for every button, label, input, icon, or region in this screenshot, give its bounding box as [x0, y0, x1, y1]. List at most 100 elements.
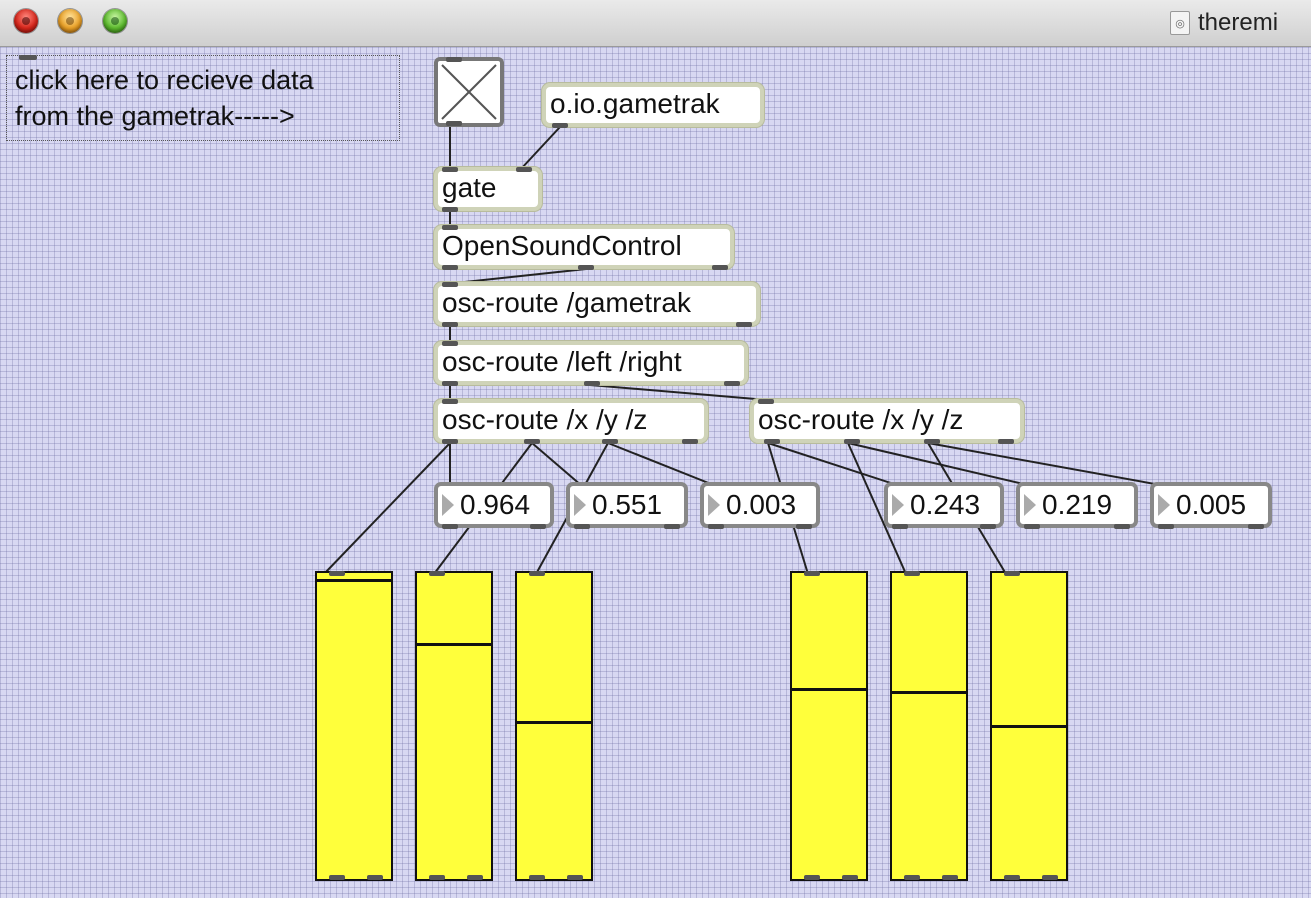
route-lr-inlet[interactable]: [442, 341, 458, 346]
slider-knob[interactable]: [417, 643, 491, 646]
number-outlet-2[interactable]: [664, 524, 680, 529]
slider-right-x[interactable]: [790, 571, 868, 881]
route-xyz-left-inlet[interactable]: [442, 399, 458, 404]
route-gametrak-inlet[interactable]: [442, 282, 458, 287]
minimize-window-button[interactable]: [58, 9, 82, 33]
slider-knob[interactable]: [892, 691, 966, 694]
slider-inlet[interactable]: [1004, 571, 1020, 576]
toggle-inlet[interactable]: [446, 57, 462, 62]
slider-outlet-2[interactable]: [942, 875, 958, 880]
number-box-value: 0.964: [460, 489, 531, 520]
gate-object-label: gate: [442, 172, 497, 203]
osc-route-xyz-left-object[interactable]: osc-route /x /y /z: [434, 399, 708, 444]
route-xyz-right-outlet-x[interactable]: [764, 439, 780, 444]
slider-outlet[interactable]: [429, 875, 445, 880]
slider-outlet[interactable]: [804, 875, 820, 880]
number-outlet[interactable]: [1024, 524, 1040, 529]
gametrak-outlet[interactable]: [552, 123, 568, 128]
route-xyz-left-outlet-z[interactable]: [602, 439, 618, 444]
window-titlebar: ◎ theremi: [0, 0, 1311, 47]
slider-outlet-2[interactable]: [367, 875, 383, 880]
route-xyz-right-outlet-y[interactable]: [844, 439, 860, 444]
slider-knob[interactable]: [317, 579, 391, 582]
slider-knob[interactable]: [792, 688, 866, 691]
gate-inlet-left[interactable]: [442, 167, 458, 172]
comment-inlet: [19, 55, 37, 60]
number-outlet[interactable]: [892, 524, 908, 529]
osc-outlet-right[interactable]: [712, 265, 728, 270]
slider-left-y[interactable]: [415, 571, 493, 881]
slider-outlet-2[interactable]: [467, 875, 483, 880]
number-box-value: 0.219: [1042, 489, 1113, 520]
slider-outlet-2[interactable]: [567, 875, 583, 880]
route-lr-outlet-unmatched[interactable]: [724, 381, 740, 386]
opensoundcontrol-object[interactable]: OpenSoundControl: [434, 225, 734, 270]
slider-knob[interactable]: [992, 725, 1066, 728]
route-xyz-right-inlet[interactable]: [758, 399, 774, 404]
route-xyz-right-outlet-unmatched[interactable]: [998, 439, 1014, 444]
number-outlet[interactable]: [708, 524, 724, 529]
slider-inlet[interactable]: [529, 571, 545, 576]
slider-outlet[interactable]: [904, 875, 920, 880]
osc-route-xyz-right-label: osc-route /x /y /z: [758, 404, 964, 435]
route-gametrak-outlet-left[interactable]: [442, 322, 458, 327]
slider-inlet[interactable]: [429, 571, 445, 576]
number-arrow-icon: [892, 494, 904, 516]
number-box-left-y[interactable]: 0.551: [566, 482, 688, 529]
number-outlet-2[interactable]: [1248, 524, 1264, 529]
route-xyz-right-outlet-z[interactable]: [924, 439, 940, 444]
gate-outlet[interactable]: [442, 207, 458, 212]
slider-outlet[interactable]: [329, 875, 345, 880]
toggle-outlet[interactable]: [446, 121, 462, 126]
patcher-canvas[interactable]: [0, 47, 1311, 898]
slider-right-z[interactable]: [990, 571, 1068, 881]
slider-outlet-2[interactable]: [1042, 875, 1058, 880]
slider-left-z[interactable]: [515, 571, 593, 881]
number-outlet-2[interactable]: [1114, 524, 1130, 529]
slider-outlet[interactable]: [529, 875, 545, 880]
osc-route-gametrak-label: osc-route /gametrak: [442, 287, 691, 318]
number-box-right-x[interactable]: 0.243: [884, 482, 1004, 529]
number-box-value: 0.243: [910, 489, 981, 520]
number-outlet-2[interactable]: [796, 524, 812, 529]
osc-route-gametrak-object[interactable]: osc-route /gametrak: [434, 282, 760, 327]
route-lr-outlet-right[interactable]: [584, 381, 600, 386]
slider-inlet[interactable]: [904, 571, 920, 576]
osc-route-left-right-object[interactable]: osc-route /left /right: [434, 341, 748, 386]
slider-outlet-2[interactable]: [842, 875, 858, 880]
slider-inlet[interactable]: [804, 571, 820, 576]
receive-toggle[interactable]: [434, 57, 504, 127]
slider-left-x[interactable]: [315, 571, 393, 881]
zoom-window-button[interactable]: [103, 9, 127, 33]
gametrak-object[interactable]: o.io.gametrak: [542, 83, 764, 128]
slider-outlet[interactable]: [1004, 875, 1020, 880]
gate-object[interactable]: gate: [434, 167, 542, 212]
route-xyz-left-outlet-x[interactable]: [442, 439, 458, 444]
number-outlet-2[interactable]: [530, 524, 546, 529]
instruction-comment: click here to recieve data from the game…: [6, 55, 400, 141]
osc-route-xyz-right-object[interactable]: osc-route /x /y /z: [750, 399, 1024, 444]
number-outlet[interactable]: [574, 524, 590, 529]
number-outlet-2[interactable]: [980, 524, 996, 529]
route-xyz-left-outlet-y[interactable]: [524, 439, 540, 444]
number-outlet[interactable]: [442, 524, 458, 529]
slider-knob[interactable]: [517, 721, 591, 724]
osc-inlet[interactable]: [442, 225, 458, 230]
route-xyz-left-outlet-unmatched[interactable]: [682, 439, 698, 444]
comment-line-1: click here to recieve data: [15, 65, 314, 95]
route-gametrak-outlet-right[interactable]: [736, 322, 752, 327]
number-box-left-x[interactable]: 0.964: [434, 482, 554, 529]
number-box-left-z[interactable]: 0.003: [700, 482, 820, 529]
gate-inlet-right[interactable]: [516, 167, 532, 172]
number-box-right-y[interactable]: 0.219: [1016, 482, 1138, 529]
osc-outlet-left[interactable]: [442, 265, 458, 270]
document-icon: ◎: [1170, 11, 1190, 35]
number-box-right-z[interactable]: 0.005: [1150, 482, 1272, 529]
route-lr-outlet-left[interactable]: [442, 381, 458, 386]
number-outlet[interactable]: [1158, 524, 1174, 529]
slider-inlet[interactable]: [329, 571, 345, 576]
close-window-button[interactable]: [14, 9, 38, 33]
number-arrow-icon: [574, 494, 586, 516]
slider-right-y[interactable]: [890, 571, 968, 881]
osc-outlet-mid[interactable]: [578, 265, 594, 270]
